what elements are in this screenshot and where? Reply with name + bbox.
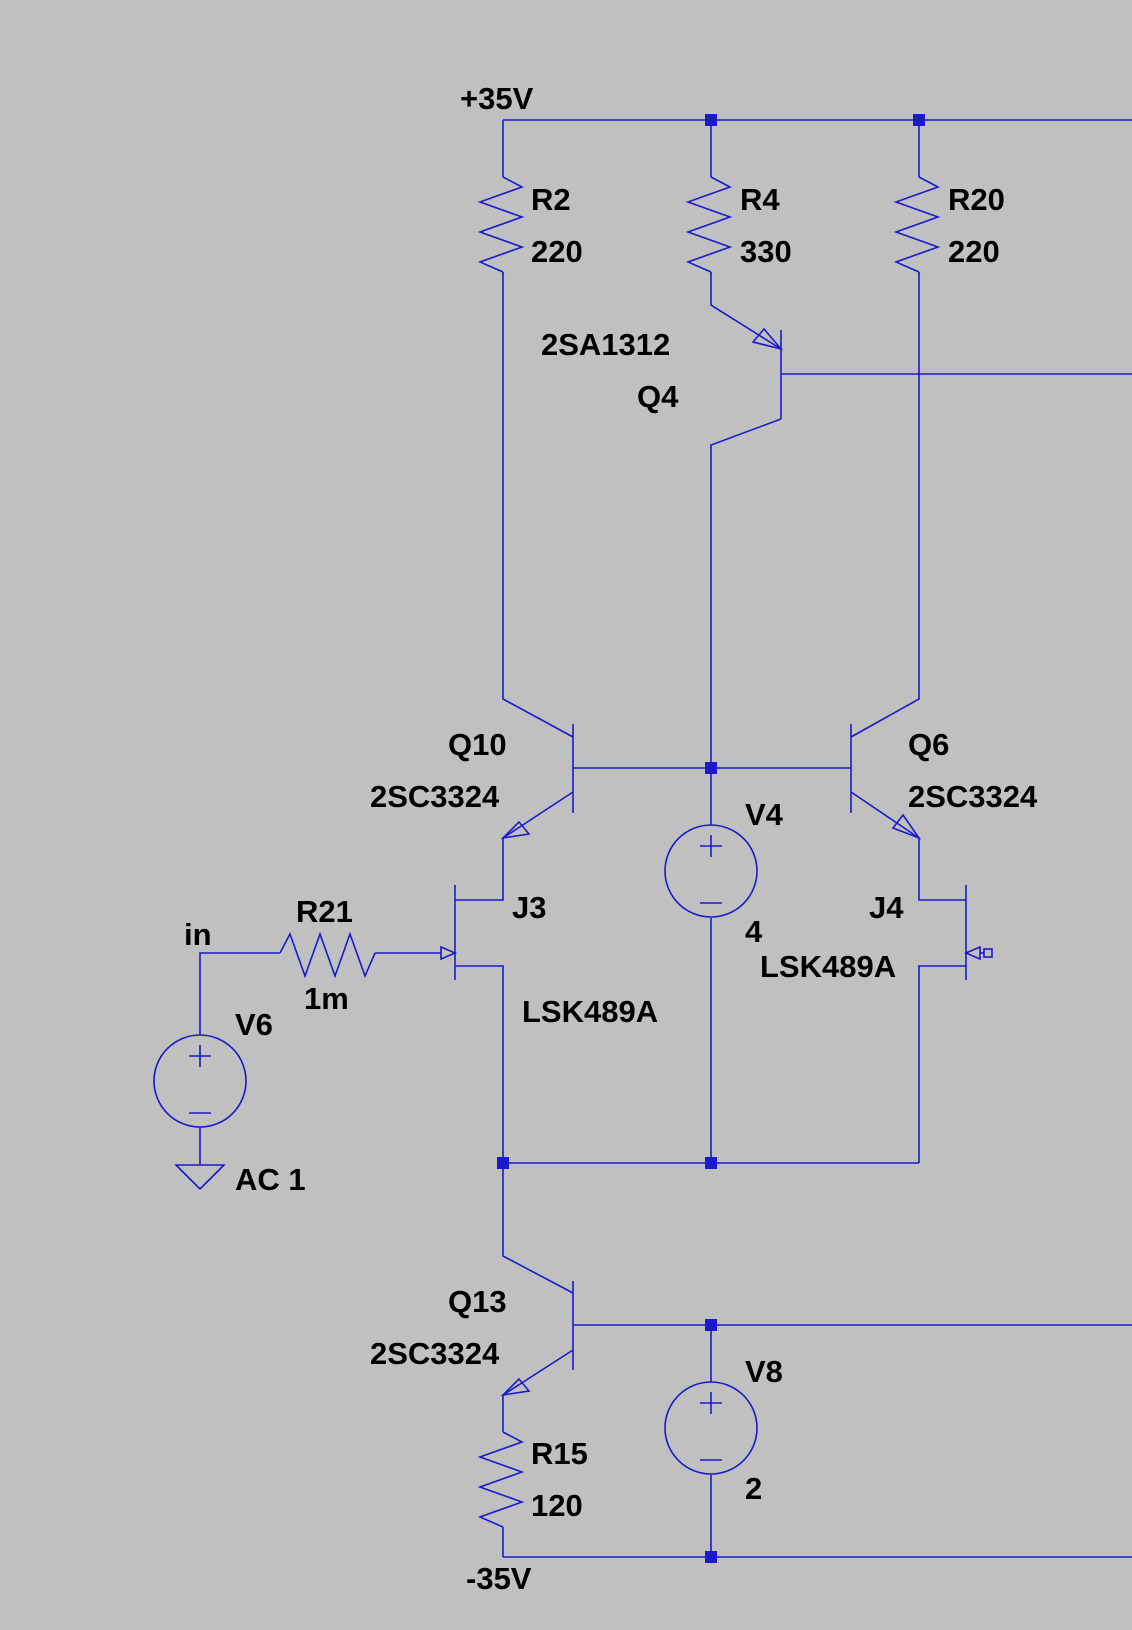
wire-q13-emitter[interactable] xyxy=(502,1349,574,1432)
supply-negative-label: -35V xyxy=(466,1561,532,1596)
j3-model: LSK489A xyxy=(522,994,658,1029)
wire-j4-source[interactable] xyxy=(918,965,966,1163)
r21-name: R21 xyxy=(296,894,353,929)
j4-model: LSK489A xyxy=(760,949,896,984)
resistor-r15[interactable] xyxy=(477,1431,525,1528)
wire-r2-q10[interactable] xyxy=(502,272,574,738)
r20-name: R20 xyxy=(948,182,1005,217)
junction-node xyxy=(705,114,717,126)
junction-nodes xyxy=(497,114,925,1563)
junction-node xyxy=(913,114,925,126)
resistor-r21[interactable] xyxy=(279,931,376,979)
r4-name: R4 xyxy=(740,182,780,217)
v4-name: V4 xyxy=(745,797,784,832)
resistor-r20[interactable] xyxy=(893,176,941,273)
junction-node xyxy=(497,1157,509,1169)
supply-positive-label: +35V xyxy=(460,81,534,116)
jfet-j3[interactable] xyxy=(440,885,458,980)
wire-r4-q4[interactable] xyxy=(710,272,782,350)
r15-value: 120 xyxy=(531,1488,583,1523)
v6-name: V6 xyxy=(235,1007,273,1042)
q6-model: 2SC3324 xyxy=(908,779,1038,814)
v8-value: 2 xyxy=(745,1471,762,1506)
ground-icon xyxy=(174,1164,226,1191)
wire-input-top[interactable] xyxy=(199,952,280,1035)
j4-name: J4 xyxy=(869,890,904,925)
jfet-j4[interactable] xyxy=(963,885,993,980)
q6-name: Q6 xyxy=(908,727,949,762)
junction-node xyxy=(705,1157,717,1169)
r20-value: 220 xyxy=(948,234,1000,269)
v8-name: V8 xyxy=(745,1354,783,1389)
r2-value: 220 xyxy=(531,234,583,269)
q4-model: 2SA1312 xyxy=(541,327,670,362)
resistor-r2[interactable] xyxy=(477,176,525,273)
q4-name: Q4 xyxy=(637,379,679,414)
r15-name: R15 xyxy=(531,1436,588,1471)
wire-q4-collector[interactable] xyxy=(710,418,782,768)
transistor-q6[interactable] xyxy=(850,724,922,840)
q10-name: Q10 xyxy=(448,727,507,762)
junction-node xyxy=(705,1551,717,1563)
wire-q10-emitter[interactable] xyxy=(455,791,574,901)
v6-value: AC 1 xyxy=(235,1162,306,1197)
labels: +35V -35V R2 220 R4 330 R20 220 2SA1312 … xyxy=(184,81,1038,1596)
junction-node xyxy=(705,1319,717,1331)
r4-value: 330 xyxy=(740,234,792,269)
voltage-source-v6[interactable] xyxy=(153,1034,247,1128)
q10-model: 2SC3324 xyxy=(370,779,500,814)
voltage-source-v4[interactable] xyxy=(664,824,758,918)
voltage-source-v8[interactable] xyxy=(664,1381,758,1475)
transistor-q10[interactable] xyxy=(500,724,574,840)
resistor-r4[interactable] xyxy=(685,176,733,273)
transistor-q4[interactable] xyxy=(751,327,784,419)
wire-q6-emitter[interactable] xyxy=(850,791,966,901)
input-net-label: in xyxy=(184,917,212,952)
wire-tail-q13[interactable] xyxy=(502,1163,574,1294)
transistor-q13[interactable] xyxy=(500,1281,574,1397)
q13-model: 2SC3324 xyxy=(370,1336,500,1371)
r2-name: R2 xyxy=(531,182,571,217)
junction-node xyxy=(705,762,717,774)
wires xyxy=(199,119,1132,1558)
wire-j3-source[interactable] xyxy=(455,965,504,1163)
j3-name: J3 xyxy=(512,890,546,925)
q13-name: Q13 xyxy=(448,1284,507,1319)
v4-value: 4 xyxy=(745,914,763,949)
r21-value: 1m xyxy=(304,981,349,1016)
wire-r20-q6[interactable] xyxy=(850,272,920,738)
